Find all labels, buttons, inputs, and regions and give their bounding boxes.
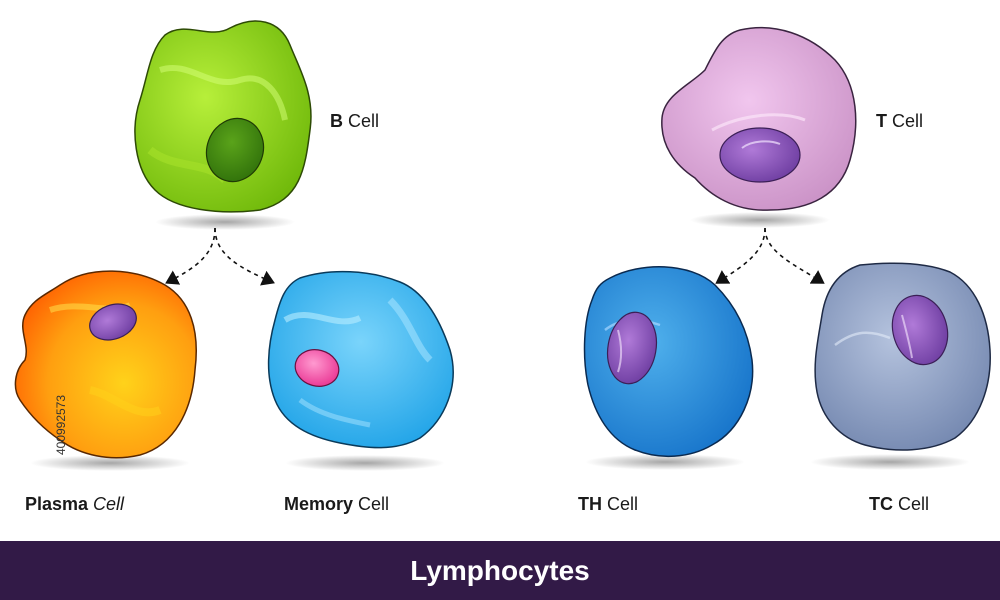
footer-title: Lymphocytes: [410, 554, 590, 586]
memory-cell-shape: [267, 270, 454, 449]
th-cell-shape: [583, 266, 754, 458]
plasma-cell-label: Plasma Cell: [25, 494, 124, 515]
b-cell-shadow: [155, 214, 295, 230]
plasma-cell-label-bold: Plasma: [25, 494, 89, 514]
arrow-b-to-plasma: [165, 227, 216, 285]
plasma-cell-label-rest: Cell: [88, 494, 125, 514]
th-cell-label-bold: TH: [578, 494, 602, 514]
b-cell-label-rest: Cell: [343, 111, 380, 131]
memory-cell-shadow: [285, 455, 445, 471]
arrow-t-to-th: [715, 227, 766, 284]
memory-cell-label-rest: Cell: [353, 494, 390, 514]
tc-cell-label-bold: TC: [869, 494, 893, 514]
tc-cell-shadow: [810, 454, 970, 470]
t-cell-label-rest: Cell: [887, 111, 924, 131]
th-cell-label-rest: Cell: [602, 494, 639, 514]
memory-cell-label-bold: Memory: [284, 494, 354, 514]
tc-cell-label-rest: Cell: [893, 494, 930, 514]
t-cell-shadow: [690, 212, 830, 228]
tc-cell-label: TC Cell: [869, 494, 929, 515]
b-cell-label-bold: B: [330, 111, 343, 131]
t-cell-label-bold: T: [876, 111, 887, 131]
footer-banner: Lymphocytes: [0, 541, 1000, 600]
memory-cell-label: Memory Cell: [284, 494, 389, 515]
tc-cell-shape: [814, 262, 991, 451]
b-cell-label: B Cell: [330, 111, 379, 132]
stock-id-text: 400992573: [54, 394, 68, 456]
arrow-b-to-memory: [214, 227, 275, 286]
th-cell-label: TH Cell: [578, 494, 638, 515]
t-cell-shape: [661, 26, 857, 211]
t-cell-label: T Cell: [876, 111, 923, 132]
b-cell-shape: [134, 20, 312, 213]
plasma-cell-shape: [14, 270, 197, 459]
th-cell-shadow: [585, 454, 745, 470]
plasma-cell-shadow: [30, 455, 190, 471]
arrow-t-to-tc: [764, 227, 825, 284]
